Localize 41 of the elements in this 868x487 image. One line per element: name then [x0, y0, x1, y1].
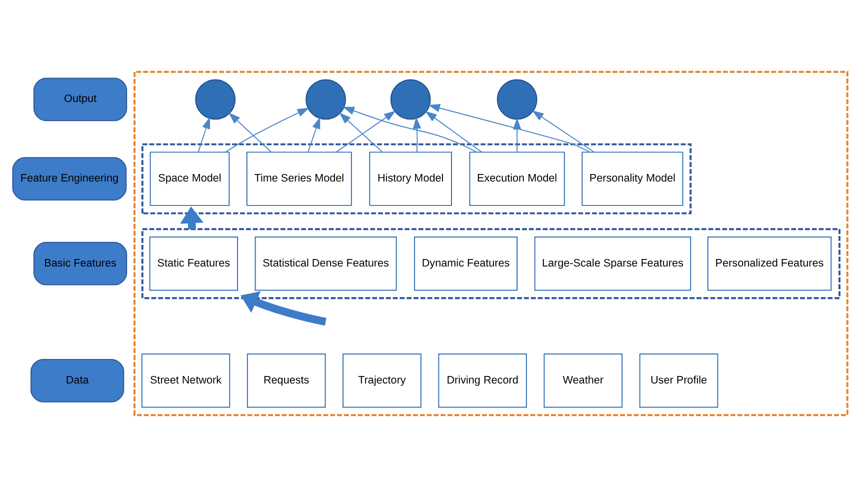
node-box: Statistical Dense Features [254, 236, 397, 291]
arrow [428, 104, 591, 153]
node-box: Requests [246, 354, 326, 408]
node-box: User Profile [639, 354, 718, 408]
node-box: Weather [544, 354, 623, 408]
node-circle [496, 79, 538, 120]
arrow [512, 118, 522, 152]
node-box: Static Features [149, 236, 238, 291]
arrow [425, 110, 482, 152]
cluster [141, 143, 692, 214]
node-box: Execution Model [469, 152, 565, 206]
node-box: Space Model [150, 152, 230, 206]
node-box: Trajectory [342, 354, 422, 408]
arrow [532, 110, 595, 153]
node-box: Output [33, 78, 128, 122]
node-circle [390, 79, 431, 120]
node-box: Feature Engineering [12, 157, 127, 200]
node-box: History Model [369, 152, 452, 206]
arrow [240, 291, 326, 326]
node-circle [306, 79, 346, 120]
cluster [141, 228, 840, 300]
node-box: Personality Model [582, 152, 684, 206]
node-box: Personalized Features [707, 236, 832, 291]
arrow [225, 108, 310, 153]
cluster [134, 70, 848, 416]
node-box: Driving Record [438, 354, 527, 408]
arrow [342, 106, 478, 153]
node-box: Basic Features [33, 242, 128, 286]
node-circle [195, 79, 236, 120]
node-box: Time Series Model [246, 152, 352, 206]
arrow [180, 206, 204, 230]
arrow [308, 116, 320, 153]
node-box: Data [30, 358, 124, 402]
arrow [339, 112, 383, 153]
node-box: Large-Scale Sparse Features [534, 236, 692, 291]
node-box: Dynamic Features [414, 236, 518, 291]
node-box: Street Network [141, 354, 230, 408]
arrow [336, 110, 396, 153]
arrow [198, 116, 210, 153]
arrow [412, 116, 422, 153]
arrow [228, 112, 272, 153]
